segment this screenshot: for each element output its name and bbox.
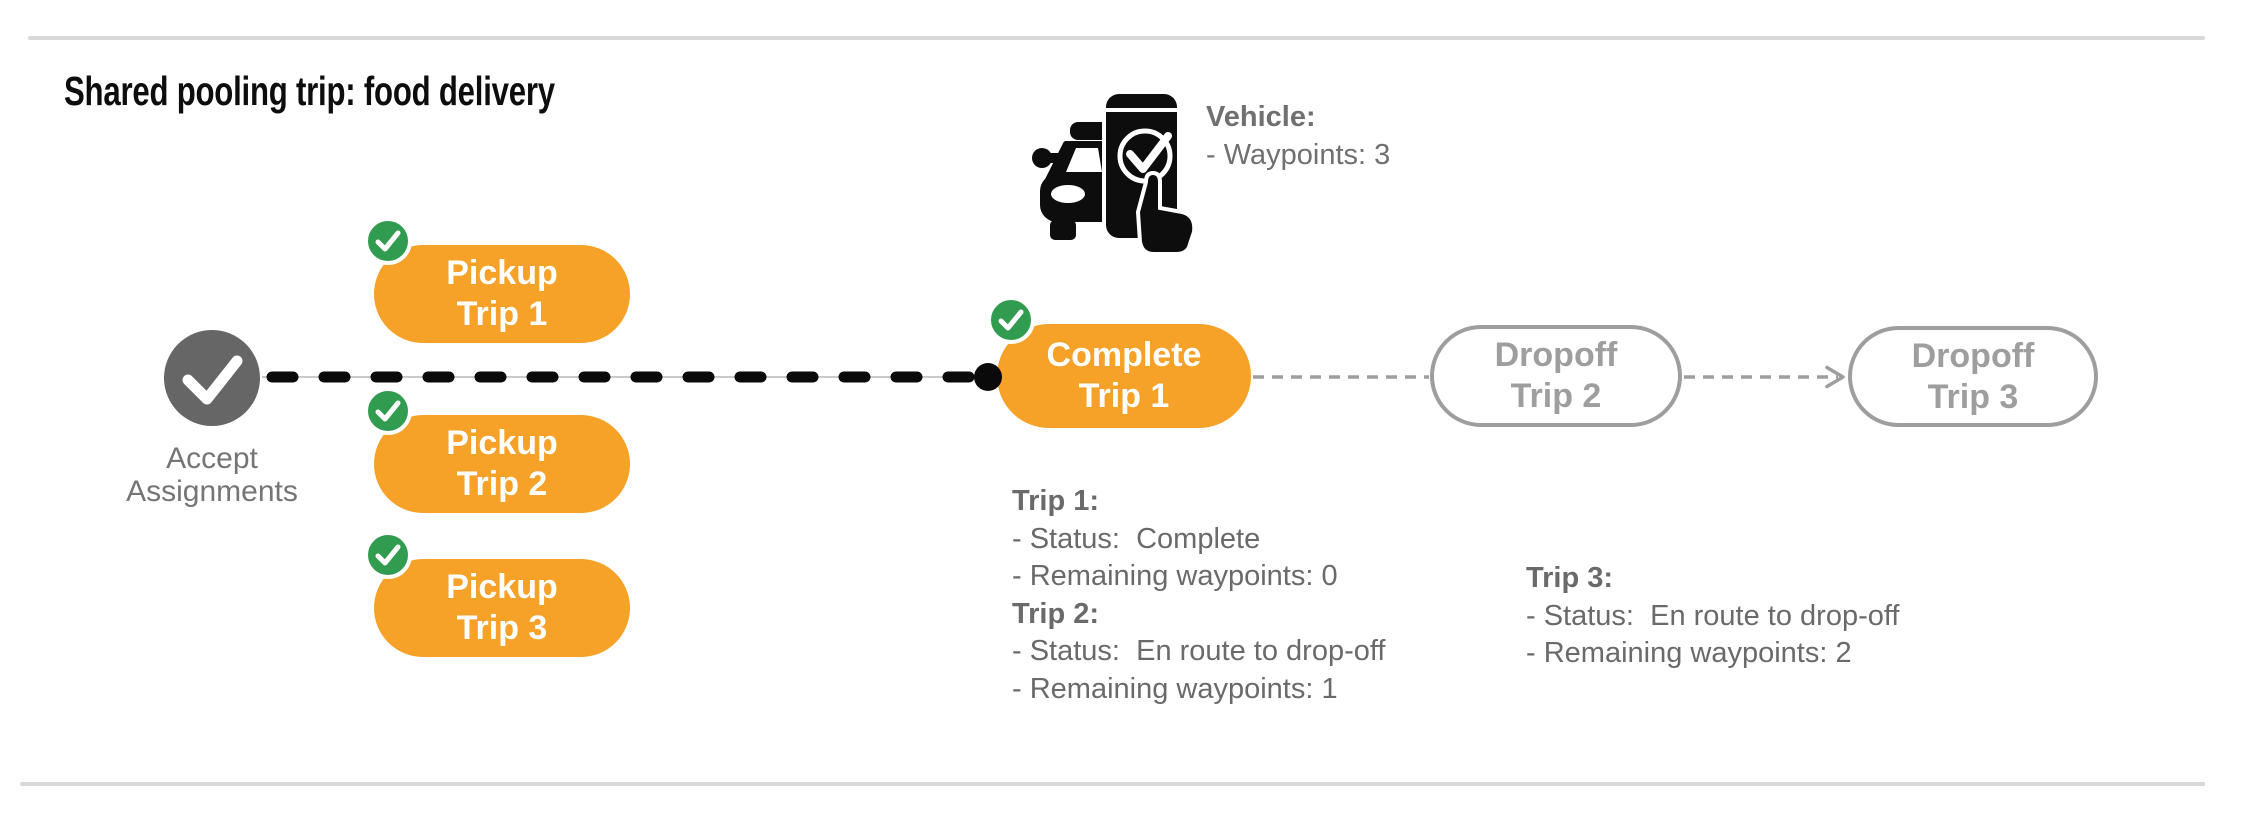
- check-badge-icon: [364, 387, 412, 435]
- pickup-2-line2: Trip 2: [456, 465, 548, 503]
- pickup-2-line1: Pickup: [446, 424, 558, 462]
- dropoff-2-line2: Trip 2: [1510, 377, 1602, 415]
- pickup-3-line1: Pickup: [446, 568, 558, 606]
- pickup-trip-3-node: Pickup Trip 3: [364, 531, 630, 657]
- complete-1-line2: Trip 1: [1078, 377, 1170, 415]
- trip-3-status-block: Trip 3: - Status: En route to drop-off -…: [1526, 560, 1899, 673]
- accept-label-line2: Assignments: [126, 475, 298, 508]
- pickup-trip-1-node: Pickup Trip 1: [364, 217, 630, 343]
- trip-1-heading: Trip 1:: [1012, 485, 1100, 517]
- complete-trip-1-node: Complete Trip 1: [987, 296, 1251, 428]
- vehicle-waypoints-line: - Waypoints: 3: [1206, 139, 1391, 171]
- accept-assignments-label: Accept Assignments: [12, 442, 412, 508]
- dropoff-3-line2: Trip 3: [1927, 377, 2019, 416]
- accept-assignments-node: [164, 330, 260, 426]
- page-title: Shared pooling trip: food delivery: [64, 68, 555, 114]
- dropoff-3-line1: Dropoff: [1911, 336, 2035, 375]
- dropoff-2-line1: Dropoff: [1494, 336, 1618, 374]
- arrowhead-icon: [1825, 365, 1845, 389]
- trip-1-2-status-block: Trip 1: - Status: Complete - Remaining w…: [1012, 483, 1385, 708]
- trip-3-heading: Trip 3:: [1526, 562, 1614, 594]
- trip-1-waypoints-line: - Remaining waypoints: 0: [1012, 560, 1338, 592]
- checkmark-icon: [182, 355, 243, 405]
- pickup-1-line2: Trip 1: [456, 295, 548, 333]
- car-phone-check-icon: [1032, 90, 1194, 256]
- check-badge-icon: [364, 217, 412, 265]
- bottom-divider: [20, 782, 2205, 786]
- trip-2-waypoints-line: - Remaining waypoints: 1: [1012, 672, 1338, 705]
- top-divider: [28, 36, 2205, 40]
- pickup-1-line1: Pickup: [446, 254, 558, 292]
- complete-1-line1: Complete: [1046, 336, 1202, 374]
- accept-label-line1: Accept: [166, 442, 258, 475]
- trip-2-heading: Trip 2:: [1012, 597, 1100, 630]
- vehicle-info-panel: Vehicle: - Waypoints: 3: [1206, 98, 1390, 174]
- trip-2-status-line: - Status: En route to drop-off: [1012, 635, 1386, 667]
- check-badge-icon: [364, 531, 412, 579]
- pickup-trip-2-node: Pickup Trip 2: [364, 387, 630, 513]
- trip-3-status-line: - Status: En route to drop-off: [1526, 599, 1900, 632]
- vehicle-heading: Vehicle:: [1206, 101, 1316, 133]
- current-position-dot: [974, 363, 1002, 391]
- pickup-3-line2: Trip 3: [456, 609, 548, 647]
- dropoff-trip-3-node: Dropoff Trip 3: [1848, 326, 2098, 427]
- trip-3-waypoints-line: - Remaining waypoints: 2: [1526, 637, 1852, 669]
- trip-1-status-line: - Status: Complete: [1012, 522, 1261, 555]
- check-badge-icon: [987, 296, 1035, 344]
- dropoff-trip-2-node: Dropoff Trip 2: [1430, 325, 1682, 427]
